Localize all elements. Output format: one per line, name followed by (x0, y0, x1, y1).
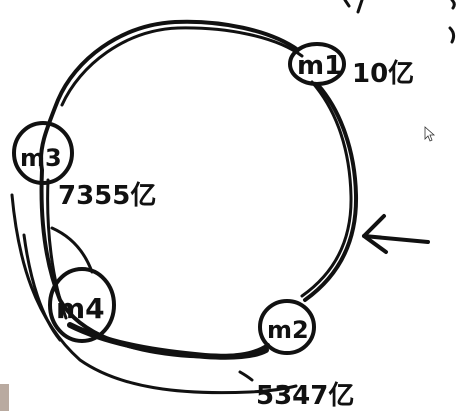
node-m3-annotation: 7355亿 (58, 181, 156, 211)
node-m1-label: m1 (297, 51, 342, 81)
node-m1: m1 10亿 (288, 42, 414, 89)
corner-swatch (0, 384, 9, 411)
node-m3-label: m3 (20, 144, 62, 172)
node-m3: m3 7355亿 (12, 121, 156, 211)
node-m4-label: m4 (56, 292, 105, 325)
node-m2-label: m2 (267, 316, 309, 344)
node-m1-annotation: 10亿 (352, 59, 414, 89)
mouse-cursor-icon (424, 126, 436, 142)
node-m4: m4 (48, 267, 116, 343)
hash-ring (39, 19, 359, 360)
arrow-left-icon (362, 214, 430, 254)
node-m2: m2 5347亿 (256, 299, 354, 411)
range-arc-m4-to-m2 (10, 193, 298, 395)
top-edge-scribbles (343, 0, 456, 44)
node-m2-annotation: 5347亿 (256, 381, 354, 411)
